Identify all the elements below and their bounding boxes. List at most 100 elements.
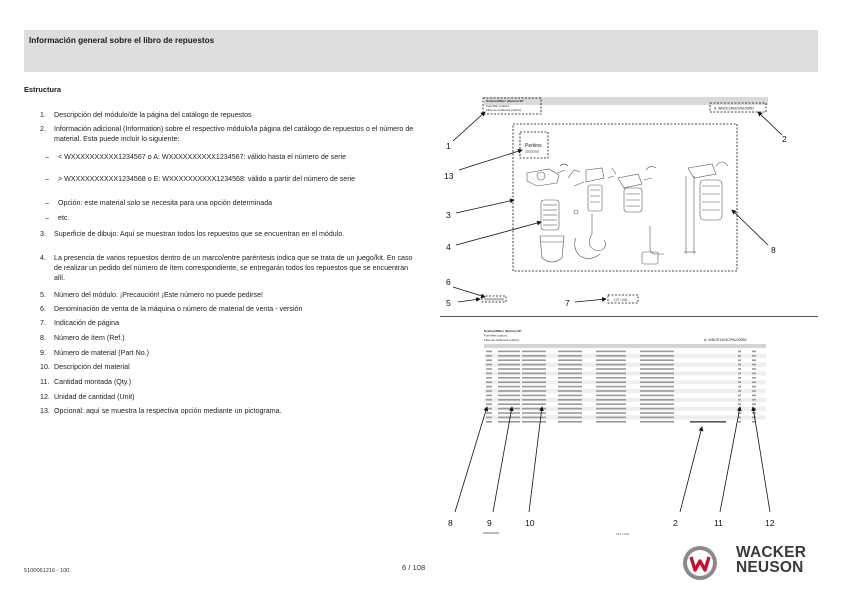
table-cell bbox=[498, 385, 520, 388]
table-cell bbox=[486, 416, 492, 419]
table-cell bbox=[738, 399, 741, 401]
header-band: Información general sobre el libro de re… bbox=[24, 30, 818, 72]
callout-8: 8 bbox=[448, 518, 453, 528]
table-cell bbox=[752, 372, 756, 375]
list-item-text: Superficie de dibujo: Aquí se muestran t… bbox=[54, 230, 345, 238]
table-cell bbox=[596, 359, 626, 361]
table-cell bbox=[752, 390, 756, 392]
table-cell bbox=[640, 390, 674, 392]
table-cell bbox=[498, 359, 520, 361]
table-cell bbox=[596, 394, 626, 397]
table-cell bbox=[640, 381, 674, 383]
table-cell bbox=[596, 421, 626, 423]
table-cell bbox=[738, 385, 741, 388]
table-cell bbox=[738, 416, 741, 419]
table-cell bbox=[596, 363, 626, 366]
list-item-text: Descripción del módulo/de la página del … bbox=[54, 111, 252, 119]
table-cell bbox=[752, 377, 756, 379]
list-marker: 2. bbox=[40, 125, 46, 133]
list-item-text: Descripción del material bbox=[54, 363, 130, 371]
table-cell bbox=[486, 403, 492, 405]
table-cell bbox=[498, 350, 520, 353]
list-item-text: Número de ítem (Ref.) bbox=[54, 334, 125, 342]
table-cell bbox=[486, 363, 492, 366]
table-cell bbox=[738, 394, 741, 397]
callout-12: 12 bbox=[765, 518, 775, 528]
top-title-line: Kraftstofffilter (Option) SP bbox=[486, 99, 523, 103]
callout-13: 13 bbox=[444, 171, 454, 181]
callout-11: 11 bbox=[714, 518, 723, 528]
table-cell bbox=[522, 394, 546, 397]
list-item-text: Número del módulo. ¡Precaución! ¡Este nú… bbox=[54, 291, 263, 299]
bottom-title-line: Fuel filter (option) bbox=[484, 334, 507, 338]
table-cell bbox=[486, 394, 492, 397]
table-cell bbox=[558, 363, 582, 366]
table-cell bbox=[738, 363, 741, 366]
table-cell bbox=[486, 381, 492, 383]
list-marker: 1. bbox=[40, 111, 46, 119]
table-cell bbox=[640, 403, 674, 405]
table-cell bbox=[738, 377, 741, 379]
table-cell bbox=[558, 359, 582, 361]
list-item-text: > WXXXXXXXXXX1234568 o E: WXXXXXXXXXX123… bbox=[58, 175, 356, 183]
list-marker: 4. bbox=[40, 254, 46, 262]
table-cell bbox=[752, 363, 756, 366]
list-item-text: < WXXXXXXXXXX1234567 o A: WXXXXXXXXXX123… bbox=[58, 153, 347, 161]
callout-1: 1 bbox=[446, 141, 451, 151]
callout-4: 4 bbox=[446, 242, 451, 252]
table-cell bbox=[522, 407, 546, 410]
list-item-text: Denominación de venta de la máquina o nú… bbox=[54, 305, 303, 313]
top-example-page: Kraftstofffilter (Option) SP Fuel filter… bbox=[444, 97, 787, 308]
table-cell bbox=[640, 416, 674, 419]
list-marker: 6. bbox=[40, 305, 46, 313]
table-cell bbox=[558, 390, 582, 392]
list-marker: – bbox=[45, 199, 49, 207]
table-cell bbox=[558, 416, 582, 419]
bottom-module-code: A: WNCE1403CPAL00952 bbox=[704, 338, 746, 342]
list-item-text: Indicación de página bbox=[54, 319, 120, 327]
list-marker: 10. bbox=[40, 363, 50, 371]
table-cell bbox=[752, 399, 756, 401]
callout-2: 2 bbox=[782, 134, 787, 144]
table-cell bbox=[498, 390, 520, 392]
option-label: Perkins bbox=[525, 143, 542, 149]
parts-drawing bbox=[526, 161, 729, 265]
bottom-example-page: Kraftstofffilter (Option) SP Fuel filter… bbox=[448, 329, 775, 536]
table-cell bbox=[498, 377, 520, 379]
table-cell bbox=[522, 363, 546, 366]
table-cell bbox=[522, 385, 546, 388]
table-cell bbox=[558, 350, 582, 353]
table-cell bbox=[596, 350, 626, 353]
section-heading: Estructura bbox=[24, 85, 61, 94]
table-cell bbox=[738, 355, 741, 357]
callout-6: 6 bbox=[446, 277, 451, 287]
table-cell bbox=[558, 355, 582, 357]
table-cell bbox=[522, 381, 546, 383]
table-cell bbox=[752, 385, 756, 388]
table-cell bbox=[752, 394, 756, 397]
table-cell bbox=[752, 416, 756, 419]
table-cell bbox=[738, 403, 741, 405]
table-cell bbox=[498, 399, 520, 401]
table-cell bbox=[596, 377, 626, 379]
table-cell bbox=[752, 407, 756, 410]
table-cell bbox=[640, 355, 674, 357]
table-cell bbox=[596, 399, 626, 401]
table-cell bbox=[738, 390, 741, 392]
table-cell bbox=[486, 355, 492, 357]
page-ref-small: 137 / 648 bbox=[614, 298, 628, 302]
list-marker: 7. bbox=[40, 319, 46, 327]
table-cell bbox=[738, 412, 741, 414]
table-cell bbox=[596, 412, 626, 414]
table-cell bbox=[498, 355, 520, 357]
table-cell bbox=[558, 399, 582, 401]
table-cell bbox=[558, 385, 582, 388]
table-cell bbox=[522, 368, 546, 370]
table-cell bbox=[522, 416, 546, 419]
table-cell bbox=[558, 407, 582, 410]
table-cell bbox=[640, 407, 674, 410]
table-cell bbox=[522, 399, 546, 401]
table-cell bbox=[558, 381, 582, 383]
table-cell bbox=[596, 403, 626, 405]
figure-divider bbox=[440, 316, 818, 317]
